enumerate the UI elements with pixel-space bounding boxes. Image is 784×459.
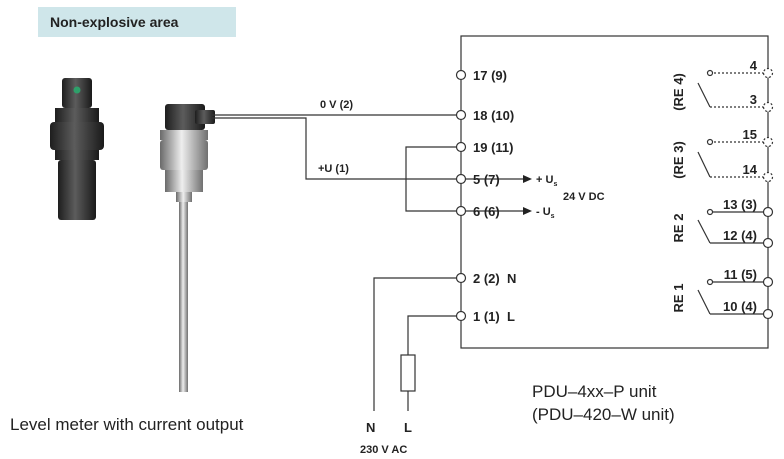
relay-4-top-label: 4	[750, 58, 758, 73]
device-caption: Level meter with current output	[10, 415, 244, 434]
terminal-5-label: 5 (7)	[473, 172, 500, 187]
terminal-18-label: 18 (10)	[473, 108, 514, 123]
relay-1-top-label: 11 (5)	[724, 267, 757, 282]
relay-3-name: (RE 3)	[671, 141, 686, 179]
relay-contacts	[697, 67, 774, 320]
unit-box	[460, 35, 769, 349]
relay-3-bottom-label: 14	[743, 162, 758, 177]
terminal-17-label: 17 (9)	[473, 68, 507, 83]
terminal-6-label: 6 (6)	[473, 204, 500, 219]
non-explosive-area-label: Non-explosive area	[38, 7, 236, 37]
unit-caption-line-1: PDU–4xx–P unit	[532, 382, 657, 401]
relay-2-bottom-label: 12 (4)	[723, 228, 757, 243]
relay-2-top-label: 13 (3)	[723, 197, 757, 212]
area-label-text: Non-explosive area	[50, 14, 179, 30]
relay-3-top-label: 15	[743, 127, 757, 142]
relay-1-bottom-label: 10 (4)	[723, 299, 757, 314]
unit-caption-line-2: (PDU–420–W unit)	[532, 405, 675, 424]
ac-voltage-label: 230 V AC	[360, 444, 407, 456]
neutral-label: N	[366, 420, 375, 435]
level-meter-short-icon	[50, 78, 104, 220]
us-plus-label: + Us	[536, 174, 557, 188]
us-minus-label: - Us	[536, 206, 555, 220]
terminal-1-label: 1 (1) L	[473, 309, 515, 324]
line-label: L	[404, 420, 412, 435]
relay-2-name: RE 2	[671, 214, 686, 243]
dc-voltage-label: 24 V DC	[563, 191, 605, 203]
relay-1-name: RE 1	[671, 284, 686, 313]
plus-u-label: +U (1)	[318, 163, 349, 175]
level-meter-rod-icon	[160, 104, 215, 392]
zero-v-label: 0 V (2)	[320, 99, 353, 111]
terminal-19-label: 19 (11)	[473, 140, 513, 155]
wires	[212, 114, 532, 411]
terminal-2-label: 2 (2) N	[473, 271, 516, 286]
relay-4-bottom-label: 3	[750, 92, 757, 107]
relay-4-name: (RE 4)	[671, 73, 686, 111]
left-terminals	[455, 69, 467, 322]
